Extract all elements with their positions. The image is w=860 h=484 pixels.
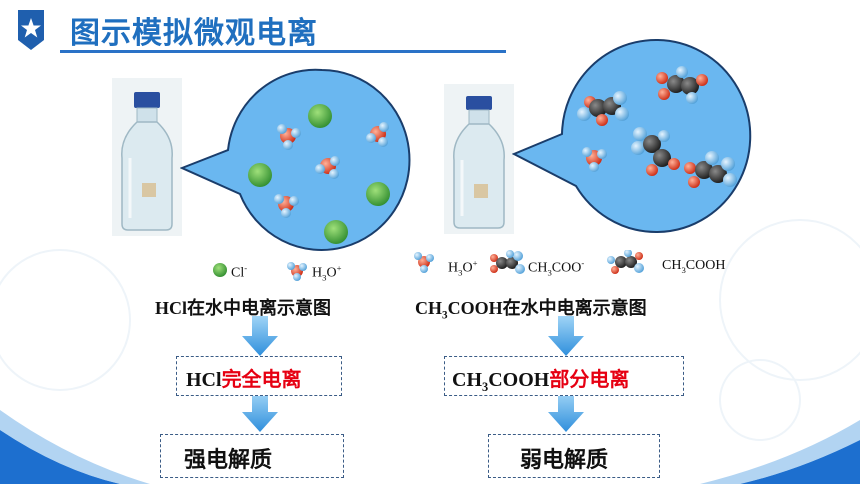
- hcl-complete-ionization-box: [176, 356, 342, 396]
- weak-electrolyte-box: [488, 434, 660, 478]
- acetic-acid-legend-label: CH3COOH: [662, 258, 726, 275]
- hcl-bottle-image: [112, 78, 182, 236]
- bottle-icon: [121, 92, 173, 231]
- acetic-acid-molecule: [577, 91, 629, 126]
- acetic-acid-molecule: [684, 151, 737, 188]
- acetic-acid-partial-ionization-label: CH3COOH部分电离: [452, 369, 630, 394]
- hydronium-ion: [582, 147, 607, 172]
- hydronium-ion: [277, 124, 301, 150]
- title-underline: [60, 50, 506, 53]
- hydronium-legend-label: H3O+: [448, 258, 478, 278]
- down-arrow-icon: [242, 316, 278, 356]
- page-title: 图示模拟微观电离: [70, 16, 318, 51]
- hydronium-ion: [315, 156, 340, 179]
- hydronium-ion: [366, 122, 389, 147]
- hydronium-legend-label: H3O+: [312, 263, 342, 283]
- acetic-acid-molecule: [631, 127, 680, 176]
- strong-electrolyte-label: 强电解质: [184, 448, 273, 473]
- hcl-complete-ionization-label: HCl完全电离: [186, 369, 302, 391]
- acetic-acid-molecule: [656, 66, 708, 104]
- acetic-acid-partial-ionization-box: [444, 356, 684, 396]
- down-arrow-icon: [548, 316, 584, 356]
- chloride-legend-label: Cl-: [231, 263, 248, 281]
- chloride-ion: [324, 220, 348, 244]
- hcl-speech-bubble: [180, 68, 411, 251]
- bottle-icon: [453, 96, 505, 229]
- chloride-ion: [308, 104, 332, 128]
- hcl-caption: HCl在水中电离示意图: [155, 298, 332, 318]
- down-arrow-icon: [242, 392, 278, 432]
- hydronium-legend-icon: [287, 262, 307, 281]
- weak-electrolyte-label: 弱电解质: [520, 448, 609, 473]
- acetate-legend-icon: [490, 250, 525, 274]
- chloride-ion: [366, 182, 390, 206]
- star-badge-icon: [18, 10, 44, 50]
- acetic-acid-caption: CH3COOH在水中电离示意图: [415, 298, 647, 322]
- hydronium-legend-icon: [414, 252, 434, 273]
- strong-electrolyte-box: [160, 434, 344, 478]
- chloride-ion: [248, 163, 272, 187]
- acetic-acid-legend-icon: [607, 250, 644, 274]
- acetate-legend-label: CH3COO-: [528, 258, 585, 278]
- acetic-acid-speech-bubble: [512, 38, 752, 233]
- acetic-acid-bottle-image: [444, 84, 514, 234]
- down-arrow-icon: [548, 392, 584, 432]
- chloride-legend-icon: [213, 263, 227, 277]
- hydronium-ion: [274, 194, 299, 218]
